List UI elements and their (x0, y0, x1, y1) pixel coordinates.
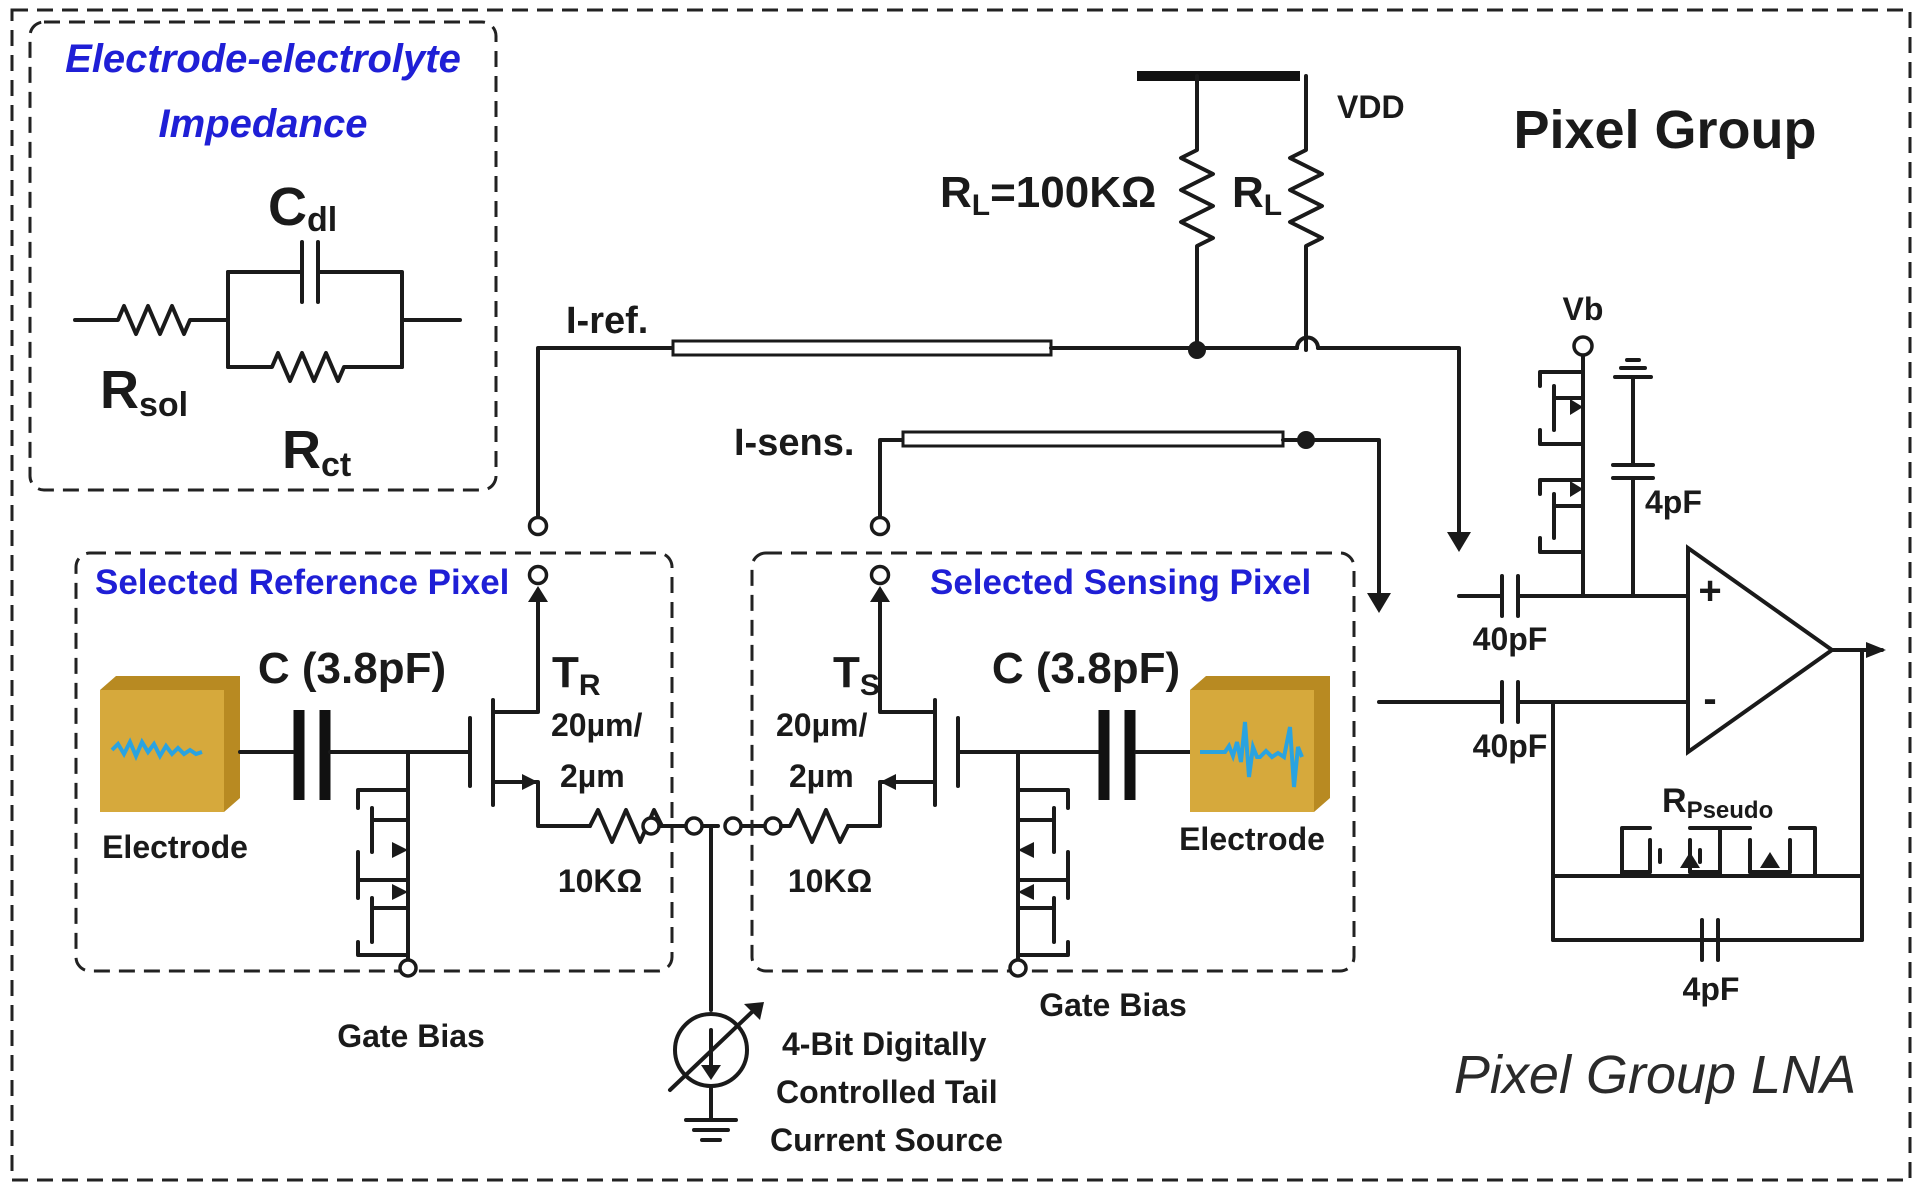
tail-network (641, 816, 783, 1012)
vb-pin (1572, 335, 1594, 357)
isens-line (878, 430, 1391, 613)
sens-switch-top (869, 515, 891, 537)
sensing-transistor-label: TS (833, 648, 880, 702)
sensing-gate-bias-label: Gate Bias (1039, 987, 1187, 1023)
reference-electrode (100, 676, 240, 812)
sensing-electrode-label: Electrode (1179, 821, 1325, 857)
cin-neg-label: 40pF (1473, 728, 1548, 764)
iref-label: I-ref. (566, 300, 648, 342)
vb-label: Vb (1563, 291, 1604, 327)
sensing-gate-bias-pin (1008, 958, 1028, 978)
sensing-pixel-box (750, 551, 1356, 973)
reference-pixel-box (74, 551, 674, 973)
cdl-label: Cdl (268, 177, 337, 239)
reference-resistor-label: 10KΩ (558, 863, 642, 899)
vdd-rail (1137, 71, 1324, 352)
rl2-label: RL (1232, 168, 1282, 222)
rsol-label: Rsol (100, 360, 188, 424)
reference-pixel-title: Selected Reference Pixel (95, 563, 509, 602)
pixel-group-lna-title: Pixel Group LNA (1454, 1045, 1856, 1105)
reference-electrode-label: Electrode (102, 829, 248, 865)
sensing-pixel-title: Selected Sensing Pixel (930, 563, 1311, 602)
sensing-size-line2: 2µm (789, 758, 854, 794)
reference-size-line1: 20µm/ (551, 707, 642, 743)
tail-label-line2: Controlled Tail (776, 1074, 998, 1110)
vdd-label: VDD (1337, 89, 1405, 125)
impedance-title-line2: Impedance (159, 102, 368, 146)
pixel-group-title: Pixel Group (1513, 100, 1816, 160)
reference-transistor-label: TR (552, 648, 601, 702)
feedback-cap-label: 4pF (1683, 971, 1740, 1007)
lna-network (1377, 350, 1886, 962)
sensing-electrode (1190, 676, 1330, 812)
impedance-box (28, 20, 498, 492)
sensing-resistor-label: 10KΩ (788, 863, 872, 899)
sens-switch-bottom (869, 564, 891, 586)
sensing-size-line1: 20µm/ (776, 707, 867, 743)
tail-label-line1: 4-Bit Digitally (782, 1026, 987, 1062)
rl-main-label: RL=100KΩ (940, 168, 1156, 222)
reference-cap-label: C (3.8pF) (258, 644, 446, 693)
opamp-plus: + (1698, 569, 1721, 613)
reference-gate-bias-pin (398, 958, 418, 978)
isens-label: I-sens. (734, 422, 854, 464)
sensing-input-net (779, 586, 1192, 967)
impedance-title-line1: Electrode-electrolyte (65, 37, 461, 81)
rpseudo-label: RPseudo (1662, 782, 1773, 824)
ref-switch-bottom (527, 564, 549, 586)
pixel-group-frame (10, 8, 1912, 1182)
reference-input-net (238, 586, 664, 967)
reference-size-line2: 2µm (560, 758, 625, 794)
vb-cap-label: 4pF (1645, 484, 1702, 520)
tail-current-source-icon (668, 1002, 764, 1142)
tail-label-line3: Current Source (770, 1122, 1003, 1158)
opamp-minus: - (1703, 677, 1716, 721)
impedance-network (73, 240, 462, 383)
opamp (1686, 544, 1836, 756)
reference-gate-bias-label: Gate Bias (337, 1018, 485, 1054)
ref-switch-top (527, 515, 549, 537)
cin-pos-label: 40pF (1473, 621, 1548, 657)
iref-line (536, 335, 1471, 552)
rct-label: Rct (282, 420, 351, 484)
sensing-cap-label: C (3.8pF) (992, 644, 1180, 693)
